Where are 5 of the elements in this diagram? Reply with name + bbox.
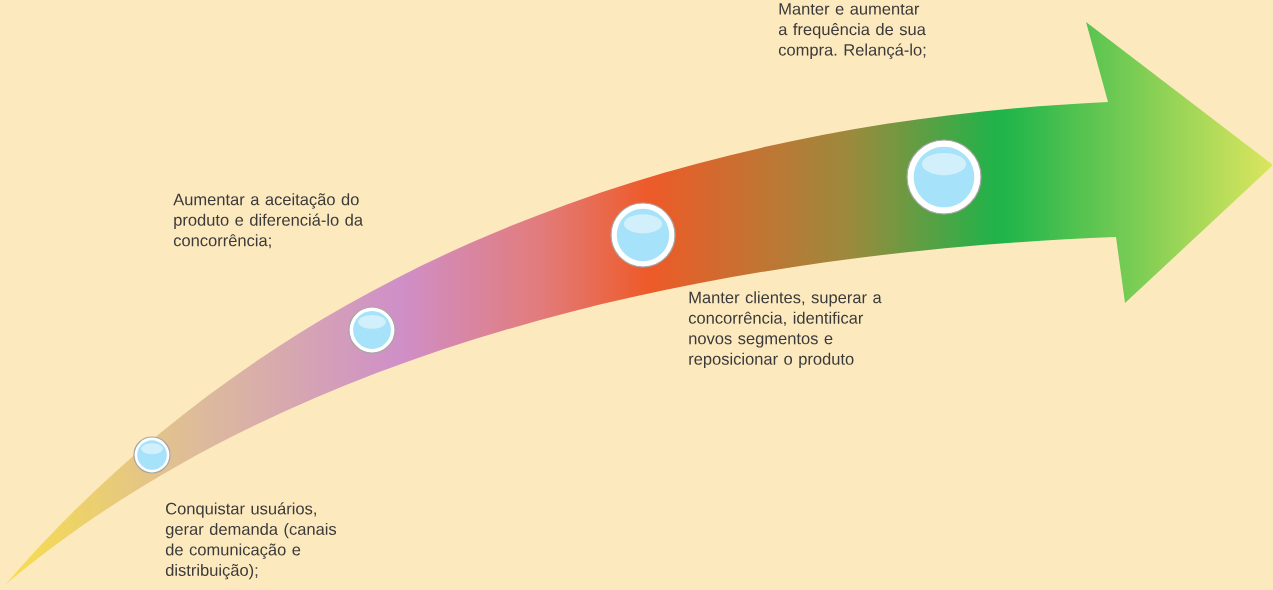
bubble: [133, 436, 171, 474]
bubble: [610, 202, 676, 268]
bubble: [906, 139, 982, 215]
stage-text: Manter e aumentar a frequência de sua compra. Relançá-lo;: [778, 3, 926, 60]
bubble: [348, 306, 396, 354]
